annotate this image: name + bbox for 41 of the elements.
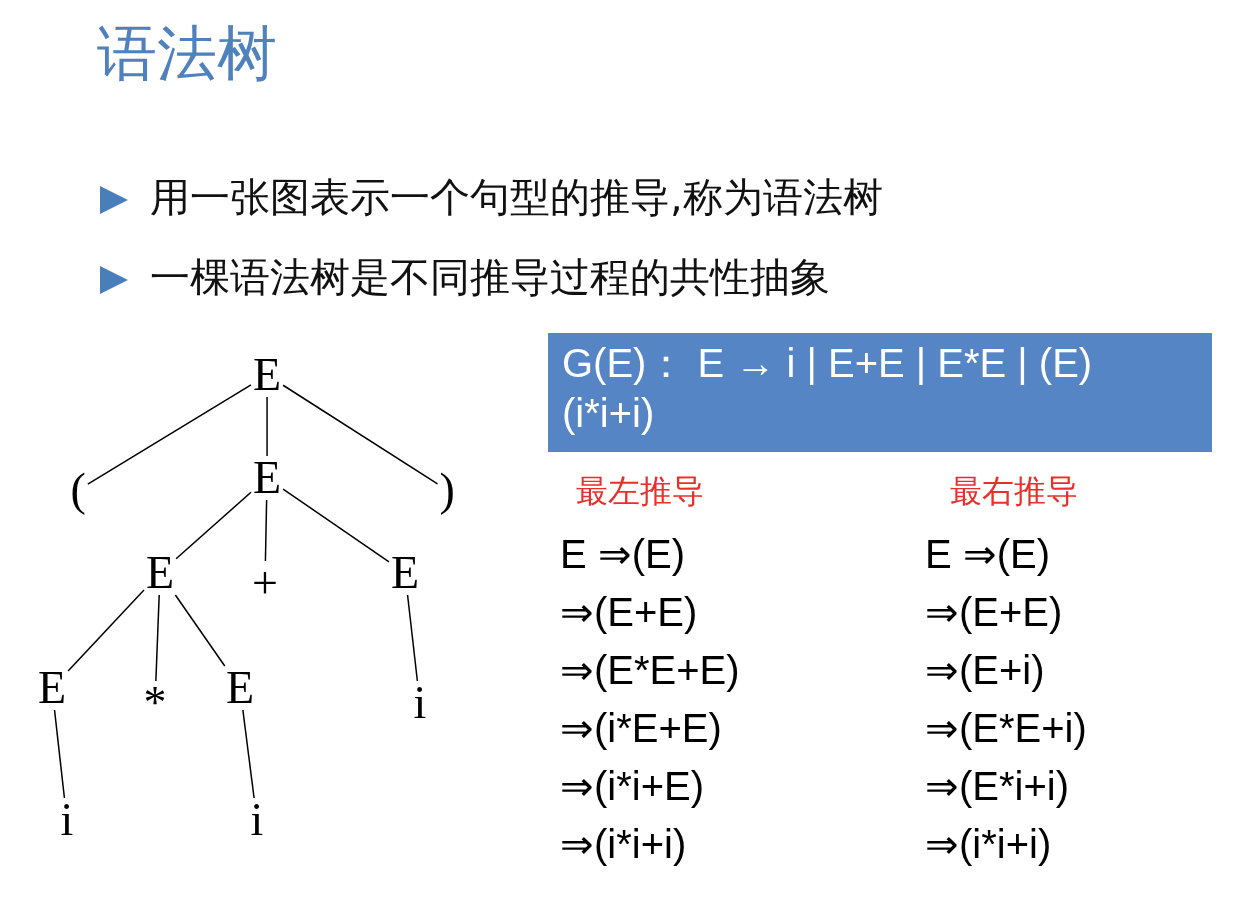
derivation-step: ⇒(i*i+E) bbox=[560, 764, 705, 808]
tree-symbol: E bbox=[389, 551, 422, 595]
tree-symbol: * bbox=[141, 681, 169, 725]
derivation-step: ⇒(i*i+i) bbox=[925, 822, 1052, 866]
derivation-step: ⇒(E+E) bbox=[560, 590, 698, 634]
bullet-text: 一棵语法树是不同推导过程的共性抽象 bbox=[150, 253, 830, 302]
derivation-step: ⇒(i*E+E) bbox=[560, 706, 722, 750]
slide-title: 语法树 bbox=[97, 17, 277, 90]
tree-symbol: E bbox=[144, 551, 177, 595]
tree-symbol: + bbox=[250, 561, 280, 605]
tree-branch bbox=[175, 491, 252, 560]
tree-branch bbox=[406, 594, 419, 682]
tree-branch bbox=[282, 488, 390, 563]
tree-symbol: i bbox=[58, 798, 76, 842]
derivation-step: ⇒(E+i) bbox=[925, 648, 1045, 692]
derivation-step: E ⇒(E) bbox=[560, 532, 686, 576]
grammar-banner: G(E)： E → i | E+E | E*E | (E) (i*i+i) bbox=[548, 333, 1212, 452]
derivation-step: E ⇒(E) bbox=[925, 532, 1051, 576]
tree-symbol: i bbox=[248, 798, 266, 842]
tree-branch bbox=[282, 384, 439, 485]
bullet-text: 用一张图表示一个句型的推导,称为语法树 bbox=[150, 173, 883, 222]
derivation-step: ⇒(E+E) bbox=[925, 590, 1063, 634]
tree-symbol: E bbox=[251, 456, 284, 500]
tree-branch bbox=[87, 384, 252, 485]
tree-branch bbox=[174, 594, 226, 667]
tree-symbol: i bbox=[411, 681, 429, 725]
tree-symbol: E bbox=[36, 666, 69, 710]
tree-branch bbox=[155, 594, 160, 682]
tree-symbol: E bbox=[251, 353, 284, 397]
column-heading: 最左推导 bbox=[576, 471, 704, 512]
tree-branch bbox=[264, 499, 268, 562]
derivation-step: ⇒(i*i+i) bbox=[560, 822, 687, 866]
tree-branch bbox=[53, 709, 66, 799]
tree-branch bbox=[242, 709, 255, 799]
tree-branch bbox=[67, 589, 145, 672]
tree-branch bbox=[266, 396, 268, 457]
derivation-step: ⇒(E*E+i) bbox=[925, 706, 1087, 750]
derivation-step: ⇒(E*E+E) bbox=[560, 648, 740, 692]
derivation-step: ⇒(E*i+i) bbox=[925, 764, 1070, 808]
tree-symbol: E bbox=[224, 666, 257, 710]
column-heading: 最右推导 bbox=[950, 471, 1078, 512]
